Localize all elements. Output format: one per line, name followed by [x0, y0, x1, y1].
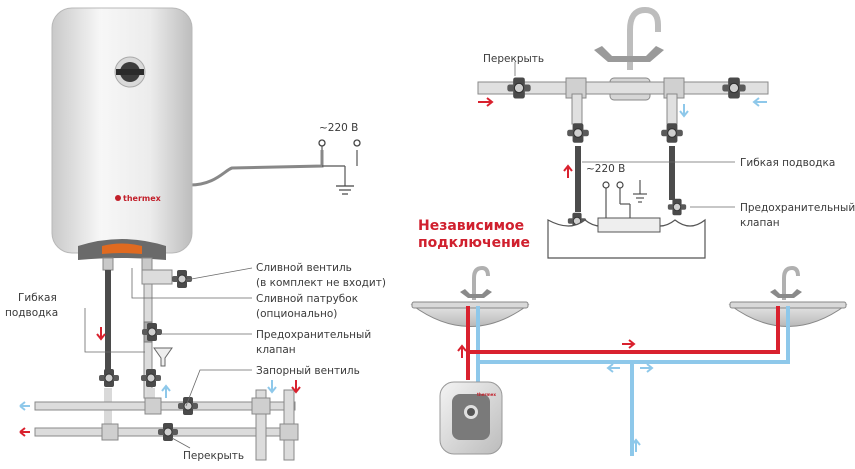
terminal-icon: [616, 181, 624, 189]
water-heater-icon: thermex: [51, 7, 193, 260]
safety-valve-icon: [667, 198, 687, 216]
safety-valve-label: Предохранительный: [740, 202, 855, 214]
shut-off-label: Перекрыть: [483, 53, 544, 65]
terminal-icon: [318, 139, 326, 147]
flex-hose-label: Гибкая: [18, 292, 57, 304]
right-top-diagram: ~220 В Перекрыть Гибкая подводка Предохр…: [477, 6, 855, 259]
mini-heater-brand: thermex: [477, 392, 496, 397]
flex-hose-label-2: подводка: [5, 307, 58, 319]
shut-off-label: Перекрыть: [183, 450, 244, 462]
shutoff-valve-label: Запорный вентиль: [256, 365, 360, 377]
independent-connection-title: Независимое: [418, 218, 524, 234]
terminal-icon: [353, 139, 361, 147]
hot-water-pipes: [466, 306, 780, 380]
flex-hose-label: Гибкая подводка: [740, 157, 835, 169]
independent-connection-title-2: подключение: [418, 235, 530, 251]
shut-off-valve-icon: [721, 76, 747, 100]
safety-valve-label: Предохранительный: [256, 329, 371, 341]
cold-main-pipe: [34, 401, 296, 411]
shut-off-valve-icon: [506, 76, 532, 100]
voltage-label: ~220 В: [586, 163, 625, 175]
shutoff-valve-icon: [177, 396, 199, 416]
drain-valve-note: (в комплект не входит): [256, 277, 386, 289]
ground-icon: [336, 185, 354, 195]
valve-icon: [660, 122, 684, 144]
funnel-icon: [153, 347, 173, 367]
arrow-icon: [457, 339, 654, 452]
safety-valve-label-2: клапан: [256, 344, 296, 356]
valve-icon: [157, 422, 179, 442]
power-cable: [189, 150, 324, 187]
terminal-icon: [602, 181, 610, 189]
arrow-icon: [19, 327, 301, 437]
voltage-label: ~220 В: [319, 122, 358, 134]
drain-fitting-label: Сливной патрубок: [256, 293, 358, 305]
right-bottom-diagram: Независимое подключение: [410, 218, 848, 456]
supply-pipe: [477, 81, 769, 95]
mini-water-heater-icon: thermex: [439, 381, 503, 455]
arrow-icon: [478, 97, 767, 178]
left-diagram: ~220 В thermex: [5, 7, 386, 462]
valve-icon: [566, 122, 590, 144]
ground-icon: [633, 193, 647, 203]
cold-water-pipes: [476, 306, 790, 456]
drain-fitting-note: (опционально): [256, 308, 337, 320]
valve-icon: [98, 368, 120, 388]
brand-logo: thermex: [123, 194, 162, 203]
drain-valve-label: Сливной вентиль: [256, 262, 352, 274]
drain-valve-icon: [171, 269, 193, 289]
safety-valve-label-2: клапан: [740, 217, 780, 229]
